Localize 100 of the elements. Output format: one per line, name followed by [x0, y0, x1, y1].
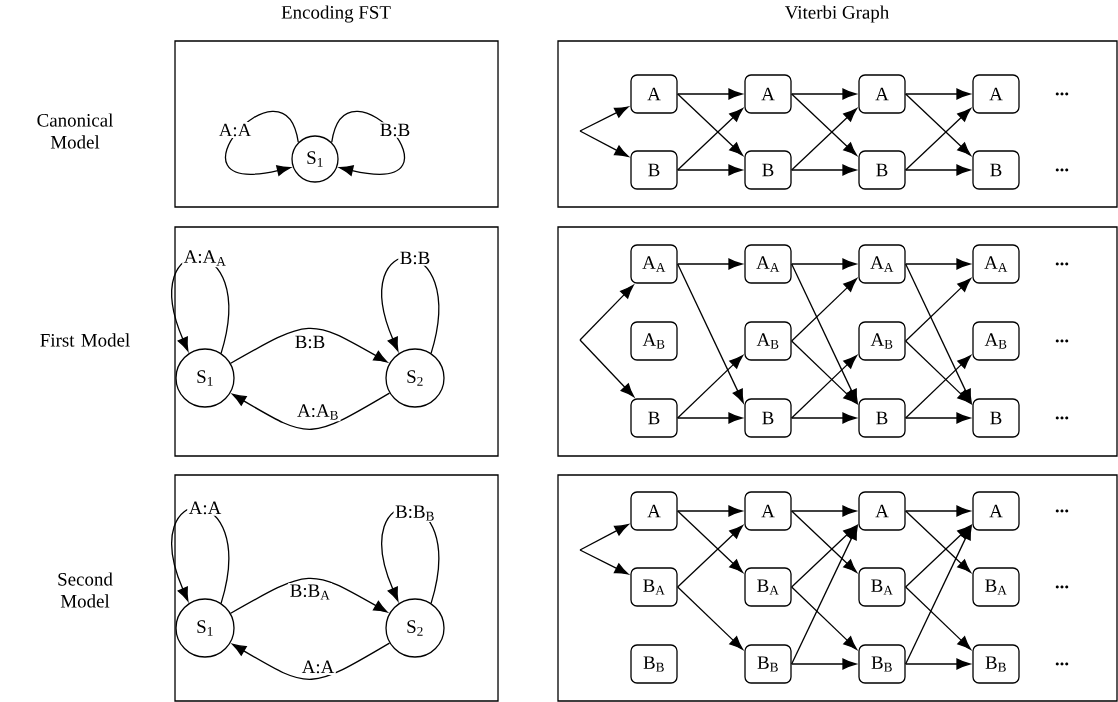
- arrow: [905, 88, 971, 100]
- arrow: [677, 525, 744, 588]
- arrow: [791, 258, 857, 270]
- state-box: B: [744, 398, 792, 438]
- edge-label: B:B$_{A}$: [288, 582, 332, 602]
- edge-label: A:A: [187, 500, 223, 516]
- arrow: [791, 93, 858, 156]
- arrow: [579, 106, 629, 132]
- arrow: [677, 510, 744, 573]
- edge-label: B:B: [398, 250, 432, 266]
- panel-box: [557, 40, 1118, 208]
- state-box: A: [744, 74, 792, 114]
- state-box: B$_{A}$: [744, 567, 792, 607]
- arrow: [905, 505, 971, 517]
- arrow: [677, 412, 743, 424]
- arrow: [791, 412, 857, 424]
- loop-arrow: [171, 506, 230, 604]
- state-box: B: [858, 150, 906, 190]
- arrow: [791, 510, 858, 573]
- state-box: B$_{A}$: [858, 567, 906, 607]
- arrow: [677, 93, 744, 156]
- state-box: A: [630, 491, 678, 531]
- arrow: [905, 510, 972, 573]
- state-box: A$_{B}$: [858, 321, 906, 361]
- arrow: [677, 164, 743, 176]
- arrow: [791, 164, 857, 176]
- state-box: B: [972, 398, 1020, 438]
- state-box: B$_{B}$: [630, 644, 678, 684]
- arrow: [905, 108, 972, 171]
- arrow: [905, 525, 972, 665]
- arrow: [905, 340, 972, 404]
- state-box: A: [858, 74, 906, 114]
- arrow: [232, 642, 391, 680]
- arrow: [579, 524, 629, 551]
- state-box: A$_{A}$: [744, 244, 792, 284]
- arrow: [905, 164, 971, 176]
- state-box: B: [630, 150, 678, 190]
- column-heading: Encoding FST: [281, 5, 391, 23]
- arrow: [791, 586, 858, 650]
- state-box: A$_{A}$: [972, 244, 1020, 284]
- edge-label: A:A: [300, 659, 336, 675]
- state-box: A$_{A}$: [630, 244, 678, 284]
- edge-label: A:A$_{B}$: [295, 402, 341, 422]
- state-box: A: [972, 74, 1020, 114]
- arrow: [905, 258, 971, 270]
- state-box: A$_{B}$: [630, 321, 678, 361]
- arrow: [677, 505, 743, 517]
- state-box: B: [744, 150, 792, 190]
- ellipsis: ...: [1055, 585, 1069, 589]
- arrow: [677, 355, 744, 419]
- state-box: B$_{B}$: [858, 644, 906, 684]
- arrow: [905, 586, 972, 650]
- panel-box: [557, 226, 1118, 457]
- arrow: [791, 340, 858, 404]
- column-heading: Viterbi Graph: [784, 5, 889, 23]
- edge-label: B:B$_{B}$: [393, 503, 437, 523]
- state-box: A: [972, 491, 1020, 531]
- state-box: B: [630, 398, 678, 438]
- arrow: [579, 549, 629, 575]
- panel-box: [174, 40, 499, 208]
- arrow: [791, 658, 857, 670]
- state-box: A$_{A}$: [858, 244, 906, 284]
- arrow: [791, 88, 857, 100]
- arrow: [677, 108, 744, 171]
- panel-box: [557, 474, 1118, 702]
- arrow: [791, 525, 858, 665]
- panel-box: [174, 226, 499, 457]
- ellipsis: ...: [1055, 339, 1069, 343]
- ellipsis: ...: [1055, 416, 1069, 420]
- ellipsis: ...: [1055, 509, 1069, 513]
- loop-arrow: [331, 110, 406, 176]
- arrow: [230, 327, 388, 364]
- state-box: B: [972, 150, 1020, 190]
- panel-box: [174, 474, 499, 702]
- arrow: [905, 412, 971, 424]
- arrow: [677, 586, 744, 650]
- state-box: A$_{B}$: [744, 321, 792, 361]
- edge-label: B:B: [378, 122, 412, 138]
- arrow: [905, 658, 971, 670]
- edge-label: A:A: [217, 122, 253, 138]
- loop-arrow: [224, 110, 299, 176]
- state-box: B$_{A}$: [972, 567, 1020, 607]
- row-label: Second Model: [58, 572, 113, 608]
- ellipsis: ...: [1055, 92, 1069, 96]
- arrow: [791, 505, 857, 517]
- arrow: [579, 339, 635, 398]
- arrow: [905, 93, 972, 156]
- arrow: [791, 108, 858, 171]
- row-label: First Model: [40, 333, 130, 347]
- state-box: B: [858, 398, 906, 438]
- ellipsis: ...: [1055, 168, 1069, 172]
- loop-arrow: [381, 256, 440, 354]
- arrow: [905, 355, 972, 419]
- arrow: [677, 258, 743, 270]
- arrow: [905, 278, 972, 342]
- state-box: A: [744, 491, 792, 531]
- arrow: [677, 263, 744, 404]
- state-box: B$_{B}$: [972, 644, 1020, 684]
- arrow: [791, 355, 858, 419]
- ellipsis: ...: [1055, 262, 1069, 266]
